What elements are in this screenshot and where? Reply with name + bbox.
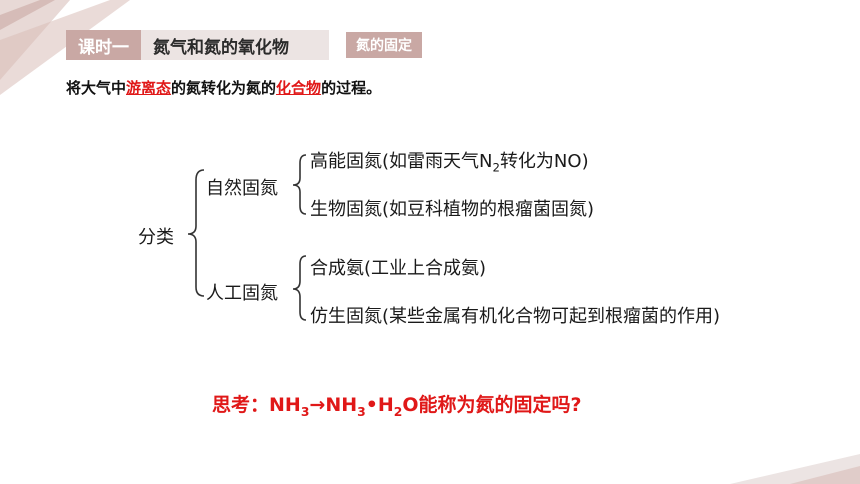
ammonia-synthesis-item: 合成氨(工业上合成氨) <box>310 258 487 279</box>
definition-part1: 将大气中 <box>66 79 127 97</box>
definition-text: 将大气中游离态的氮转化为氮的化合物的过程。 <box>66 77 381 98</box>
lesson-header: 课时一 氮气和氮的氧化物 <box>66 30 329 60</box>
topic-tag: 氮的固定 <box>346 32 422 58</box>
biomimetic-fixation-item: 仿生固氮(某些金属有机化合物可起到根瘤菌的作用) <box>310 306 721 327</box>
root-label: 分类 <box>138 227 174 248</box>
artificial-bracket <box>292 255 307 321</box>
root-bracket <box>187 169 205 297</box>
definition-highlight-compound: 化合物 <box>276 79 322 97</box>
lesson-title: 氮气和氮的氧化物 <box>141 30 329 60</box>
artificial-fixation-label: 人工固氮 <box>206 283 278 304</box>
lesson-tag: 课时一 <box>66 30 141 60</box>
biological-fixation-item: 生物固氮(如豆科植物的根瘤菌固氮) <box>310 199 595 220</box>
natural-fixation-label: 自然固氮 <box>206 178 278 199</box>
definition-part3: 的过程。 <box>321 79 382 97</box>
natural-bracket <box>292 154 307 215</box>
thinking-question: 思考：NH3→NH3•H2O能称为氮的固定吗? <box>212 394 582 419</box>
high-energy-fixation-item: 高能固氮(如雷雨天气N2转化为NO) <box>310 151 589 175</box>
bottom-decoration <box>730 454 860 484</box>
corner-decoration <box>0 0 130 95</box>
definition-part2: 的氮转化为氮的 <box>171 79 277 97</box>
definition-highlight-free-state: 游离态 <box>126 79 172 97</box>
